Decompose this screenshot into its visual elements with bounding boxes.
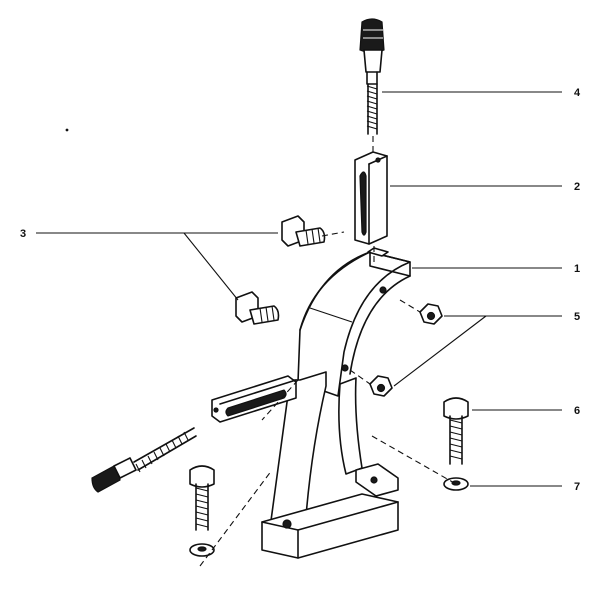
part-1-main-bracket xyxy=(261,247,411,559)
part-5-nut-upper xyxy=(419,303,443,325)
callout-4: 4 xyxy=(574,87,581,99)
part-5-nut-lower xyxy=(369,375,393,397)
part-6-cap-screw-right xyxy=(443,397,469,465)
print-speck xyxy=(65,128,69,132)
part-7-washer-right xyxy=(443,477,469,491)
callout-labels: 4 2 3 1 5 6 7 xyxy=(20,87,581,493)
callout-5: 5 xyxy=(574,311,580,323)
callout-1: 1 xyxy=(574,263,580,275)
callout-7: 7 xyxy=(574,481,580,493)
assembly-dashed-lines xyxy=(199,231,457,567)
part-6-cap-screw-left xyxy=(189,465,215,531)
part-4-thumb-screw-horizontal xyxy=(91,427,197,493)
callout-3: 3 xyxy=(20,228,26,240)
part-3-t-bolt-lower xyxy=(235,291,280,325)
callout-6: 6 xyxy=(574,405,580,417)
part-2-slotted-block-horizontal xyxy=(211,375,297,423)
callout-2: 2 xyxy=(574,181,580,193)
part-2-slotted-block xyxy=(354,151,388,245)
leader-lines xyxy=(36,91,562,487)
part-3-t-bolt-upper xyxy=(281,215,326,247)
part-4-thumb-screw xyxy=(359,18,385,152)
part-7-washer-left xyxy=(189,543,215,557)
